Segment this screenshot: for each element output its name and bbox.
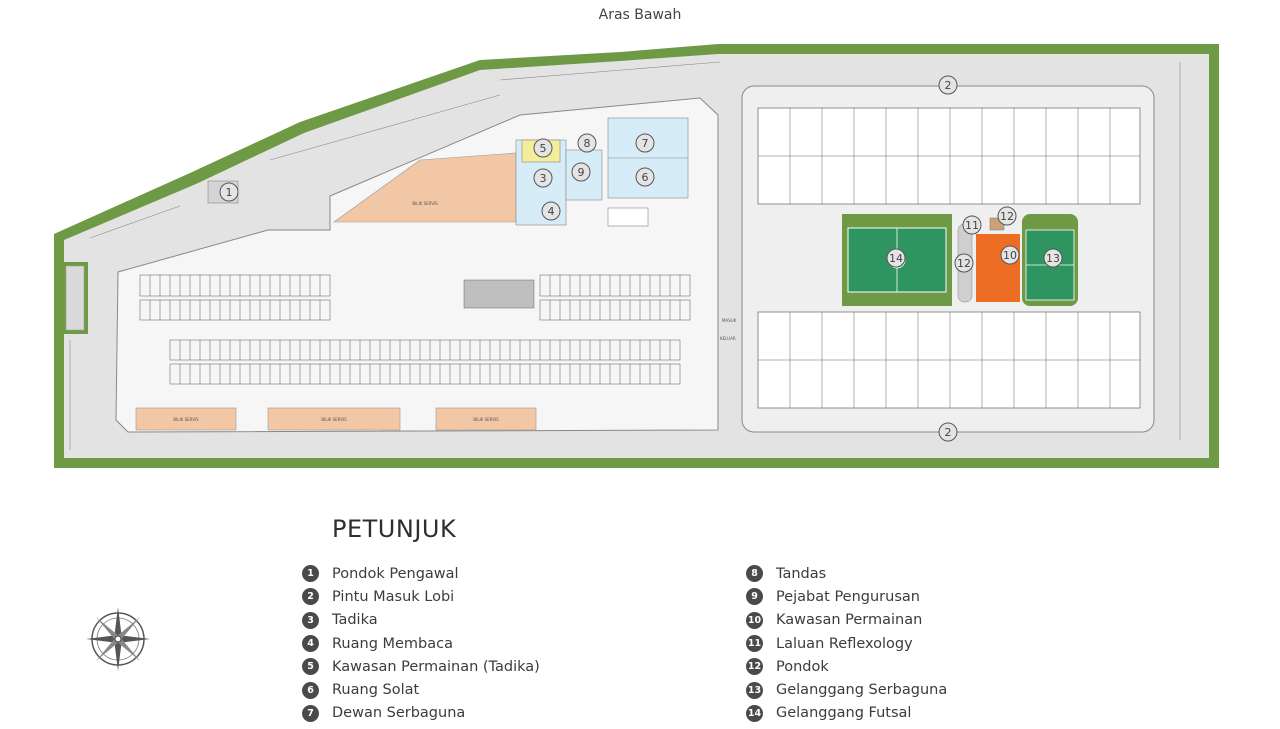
svg-text:10: 10 bbox=[1003, 249, 1017, 262]
legend-item: 13 Gelanggang Serbaguna bbox=[746, 678, 947, 701]
legend-label: Ruang Solat bbox=[332, 682, 420, 699]
legend-heading: PETUNJUK bbox=[332, 515, 457, 543]
map-marker-4[interactable]: 4 bbox=[541, 201, 561, 221]
legend-label: Laluan Reflexology bbox=[776, 635, 913, 652]
legend-label: Pondok bbox=[776, 658, 829, 675]
legend-label: Gelanggang Serbaguna bbox=[776, 682, 948, 699]
legend-number-badge: 11 bbox=[746, 635, 763, 653]
map-marker-12[interactable]: 12 bbox=[997, 206, 1017, 226]
svg-text:BILIK SERVIS: BILIK SERVIS bbox=[473, 417, 499, 422]
svg-text:12: 12 bbox=[957, 257, 971, 270]
map-marker-8[interactable]: 8 bbox=[577, 133, 597, 153]
legend-label: Pondok Pengawal bbox=[332, 565, 459, 582]
legend-item: 10 Kawasan Permainan bbox=[746, 609, 947, 632]
svg-text:3: 3 bbox=[540, 172, 547, 185]
legend-label: Tadika bbox=[332, 612, 378, 629]
svg-text:11: 11 bbox=[965, 219, 979, 232]
svg-text:2: 2 bbox=[945, 426, 952, 439]
legend-item: 3 Tadika bbox=[302, 609, 540, 632]
service-room-1 bbox=[135, 407, 237, 431]
map-marker-7[interactable]: 7 bbox=[635, 133, 655, 153]
plan-title: Aras Bawah bbox=[598, 7, 682, 23]
svg-text:BILIK SERVIS: BILIK SERVIS bbox=[321, 417, 347, 422]
svg-text:BILIK SERVIS: BILIK SERVIS bbox=[173, 417, 199, 422]
map-marker-10[interactable]: 10 bbox=[1000, 245, 1020, 265]
legend-number-badge: 14 bbox=[746, 704, 763, 722]
svg-text:13: 13 bbox=[1046, 252, 1060, 265]
svg-text:6: 6 bbox=[642, 171, 649, 184]
legend-number-badge: 2 bbox=[302, 588, 319, 606]
svg-text:12: 12 bbox=[1000, 210, 1014, 223]
svg-text:7: 7 bbox=[642, 137, 649, 150]
map-marker-9[interactable]: 9 bbox=[571, 162, 591, 182]
svg-text:5: 5 bbox=[540, 142, 547, 155]
legend-label: Gelanggang Futsal bbox=[776, 705, 912, 722]
legend-label: Pejabat Pengurusan bbox=[776, 588, 920, 605]
legend-item: 12 Pondok bbox=[746, 655, 947, 678]
ramp bbox=[463, 279, 535, 309]
compass-rose-icon bbox=[86, 607, 150, 671]
legend-column-right: 8 Tandas 9 Pejabat Pengurusan 10 Kawasan Perm… bbox=[746, 562, 947, 725]
map-marker-11[interactable]: 11 bbox=[962, 215, 982, 235]
map-marker-2[interactable]: 2 bbox=[938, 75, 958, 95]
legend-item: 9 Pejabat Pengurusan bbox=[746, 585, 947, 608]
legend-number-badge: 8 bbox=[746, 565, 763, 583]
legend-number-badge: 5 bbox=[302, 658, 319, 676]
legend-item: 8 Tandas bbox=[746, 562, 947, 585]
residential-units bbox=[758, 108, 1140, 408]
legend-label: Kawasan Permainan bbox=[776, 612, 923, 629]
svg-text:14: 14 bbox=[889, 252, 903, 265]
svg-text:8: 8 bbox=[584, 137, 591, 150]
legend-number-badge: 12 bbox=[746, 658, 763, 676]
legend-item: 14 Gelanggang Futsal bbox=[746, 702, 947, 725]
legend-item: 7 Dewan Serbaguna bbox=[302, 702, 540, 725]
entrance-label: MASUK bbox=[722, 318, 737, 323]
map-marker-2[interactable]: 2 bbox=[938, 422, 958, 442]
map-marker-1[interactable]: 1 bbox=[219, 182, 239, 202]
exit-label: KELUAR bbox=[720, 336, 736, 341]
legend-label: Tandas bbox=[776, 565, 827, 582]
legend-item: 6 Ruang Solat bbox=[302, 678, 540, 701]
service-room-label: BILIK SERVIS bbox=[412, 201, 438, 206]
map-marker-12[interactable]: 12 bbox=[954, 253, 974, 273]
legend-label: Ruang Membaca bbox=[332, 635, 454, 652]
legend-item: 1 Pondok Pengawal bbox=[302, 562, 540, 585]
legend-number-badge: 9 bbox=[746, 588, 763, 606]
perimeter-parking bbox=[69, 61, 1181, 450]
legend-item: 4 Ruang Membaca bbox=[302, 632, 540, 655]
car-park-bays bbox=[139, 274, 691, 385]
map-marker-5[interactable]: 5 bbox=[533, 138, 553, 158]
legend-column-left: 1 Pondok Pengawal 2 Pintu Masuk Lobi 3 Tadika… bbox=[302, 562, 540, 725]
svg-text:4: 4 bbox=[548, 205, 555, 218]
legend-number-badge: 10 bbox=[746, 611, 763, 629]
legend-item: 2 Pintu Masuk Lobi bbox=[302, 585, 540, 608]
legend-label: Kawasan Permainan (Tadika) bbox=[332, 658, 540, 675]
legend-number-badge: 4 bbox=[302, 635, 319, 653]
legend-label: Pintu Masuk Lobi bbox=[332, 588, 455, 605]
legend-number-badge: 7 bbox=[302, 704, 319, 722]
play-area[interactable] bbox=[976, 234, 1020, 302]
legend-number-badge: 6 bbox=[302, 681, 319, 699]
legend-item: 11 Laluan Reflexology bbox=[746, 632, 947, 655]
legend-number-badge: 13 bbox=[746, 681, 763, 699]
service-room-2 bbox=[267, 407, 401, 431]
site-plan-map: BILIK SERVIS BILIK SERVIS BILIK SERVIS B… bbox=[54, 44, 1219, 468]
svg-text:9: 9 bbox=[578, 166, 585, 179]
svg-text:2: 2 bbox=[945, 79, 952, 92]
map-marker-14[interactable]: 14 bbox=[886, 248, 906, 268]
map-marker-3[interactable]: 3 bbox=[533, 168, 553, 188]
legend-label: Dewan Serbaguna bbox=[332, 705, 466, 722]
svg-text:1: 1 bbox=[226, 186, 233, 199]
map-marker-13[interactable]: 13 bbox=[1043, 248, 1063, 268]
map-marker-6[interactable]: 6 bbox=[635, 167, 655, 187]
legend-item: 5 Kawasan Permainan (Tadika) bbox=[302, 655, 540, 678]
legend-number-badge: 3 bbox=[302, 611, 319, 629]
service-room-3 bbox=[435, 407, 537, 431]
legend-number-badge: 1 bbox=[302, 565, 319, 583]
